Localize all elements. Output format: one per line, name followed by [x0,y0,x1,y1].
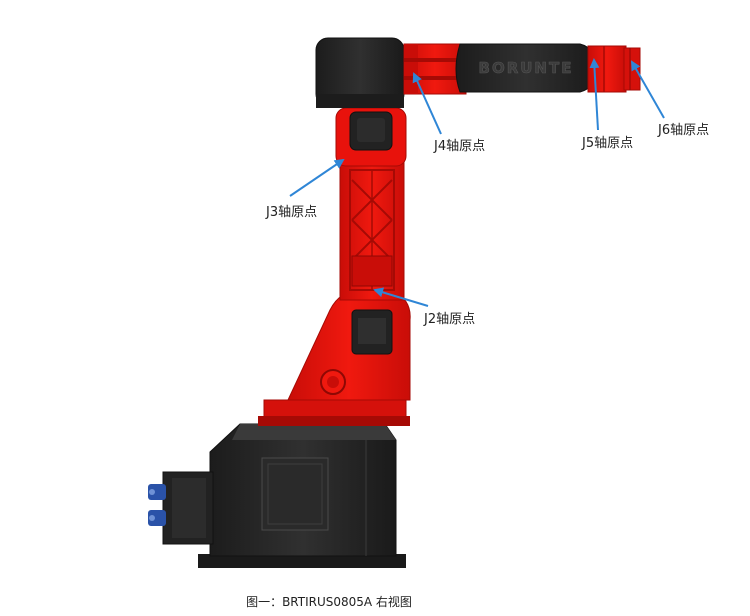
arm-brand-text: BORUNTE [479,59,574,77]
base-motor-box [148,471,214,545]
lower-arm-link [287,289,411,401]
upper-arm-link [339,149,405,301]
j4-housing [315,37,405,108]
figure-caption: 图一：BRTIRUS0805A 右视图 [0,594,750,610]
elbow-housing [335,107,407,167]
callout-arrows [289,58,665,307]
j2-arrow [373,287,429,307]
j4-arrow [412,72,442,135]
j2-origin-label: J2轴原点 [424,312,476,327]
caption-text: 图一：BRTIRUS0805A 右视图 [246,595,412,609]
j3-origin-label: J3轴原点 [266,205,318,220]
j4-origin-label: J4轴原点 [434,139,486,154]
j5-arrow [589,58,600,131]
j6-origin-label: J6轴原点 [658,123,710,138]
j5-origin-label: J5轴原点 [582,136,634,151]
j3-arrow [289,158,345,197]
j6-arrow [631,60,665,119]
base-turntable [258,399,410,426]
robot-base [198,423,406,568]
